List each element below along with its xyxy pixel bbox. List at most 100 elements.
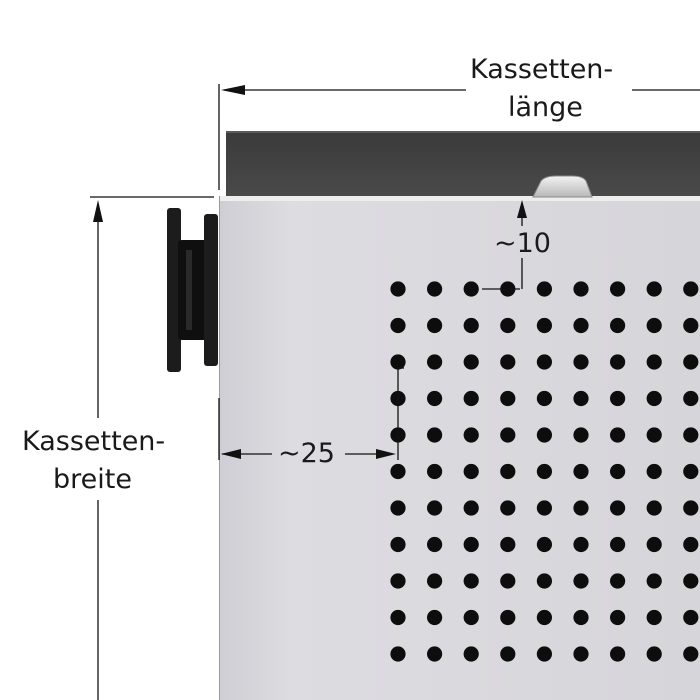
perforation-hole	[683, 573, 699, 589]
perforation-hole	[427, 573, 443, 589]
perforation-hole	[427, 646, 443, 662]
perforation-hole	[646, 573, 662, 589]
perforation-hole	[500, 390, 516, 407]
left-offset-label: ~25	[278, 438, 335, 469]
perforation-hole	[610, 354, 626, 370]
perforation-hole	[610, 609, 626, 626]
perforation-hole	[536, 573, 553, 589]
perforation-hole	[683, 646, 699, 662]
top-offset-label: ~10	[494, 228, 551, 259]
perforation-hole	[610, 573, 626, 589]
perforation-hole	[646, 536, 662, 553]
perforation-hole	[610, 390, 626, 407]
perforation-hole	[646, 354, 662, 370]
perforation-hole	[427, 390, 443, 407]
perforation-hole	[463, 427, 479, 443]
perforation-hole	[427, 609, 443, 626]
length-label-line2: länge	[508, 92, 583, 124]
perforation-hole	[390, 463, 406, 480]
perforation-hole	[427, 500, 443, 516]
perforation-hole	[646, 463, 662, 480]
perforation-hole	[646, 500, 662, 516]
rail-highlight	[226, 131, 700, 133]
perforation-hole	[463, 536, 479, 553]
width-label-line2: breite	[53, 464, 132, 496]
perforation-hole	[610, 463, 626, 480]
perforation-hole	[463, 573, 479, 589]
perforation-hole	[463, 281, 479, 297]
perforation-hole	[500, 427, 516, 443]
perforation-hole	[683, 354, 699, 370]
perforation-hole	[390, 536, 406, 553]
perforation-hole	[683, 536, 699, 553]
perforation-hole	[500, 317, 516, 334]
perforation-hole	[646, 281, 662, 297]
perforation-hole	[683, 500, 699, 516]
perforation-hole	[500, 500, 516, 516]
top-rail	[226, 131, 700, 197]
perforation-hole	[573, 427, 589, 443]
perforation-hole	[536, 317, 553, 334]
perforation-hole	[610, 427, 626, 443]
perforation-hole	[536, 609, 553, 626]
perforation-hole	[610, 646, 626, 662]
perforation-hole	[500, 536, 516, 553]
perforation-hole	[573, 646, 589, 662]
perforation-hole	[573, 390, 589, 407]
perforation-hole	[573, 573, 589, 589]
left-offset-arrow-left	[221, 449, 241, 459]
perforation-hole	[536, 390, 553, 407]
perforation-hole	[683, 463, 699, 480]
perforation-hole	[500, 463, 516, 480]
perforation-hole	[390, 354, 406, 370]
perforation-hole	[646, 646, 662, 662]
perforation-hole	[573, 609, 589, 626]
perforation-hole	[463, 500, 479, 516]
perforation-hole	[610, 281, 626, 297]
perforation-hole	[610, 536, 626, 553]
length-label-line1: Kassetten-	[470, 54, 614, 86]
perforation-hole	[646, 390, 662, 407]
perforation-hole	[427, 281, 443, 297]
perforation-hole	[573, 354, 589, 370]
perforation-hole	[500, 609, 516, 626]
perforation-hole	[573, 463, 589, 480]
perforation-hole	[463, 354, 479, 370]
perforation-hole	[427, 536, 443, 553]
perforation-hole	[683, 390, 699, 407]
perforation-hole	[573, 536, 589, 553]
perforation-hole	[536, 463, 553, 480]
perforation-hole	[463, 646, 479, 662]
perforation-hole	[463, 609, 479, 626]
length-arrowhead	[221, 85, 245, 95]
perforation-hole	[536, 500, 553, 516]
perforation-hole	[646, 609, 662, 626]
left-offset-arrow-right	[376, 449, 396, 459]
perforation-hole	[390, 317, 406, 334]
perforation-hole	[610, 500, 626, 516]
length-dimension	[218, 84, 700, 190]
top-offset-arrowhead	[517, 200, 527, 218]
perforation-hole	[500, 646, 516, 662]
perforation-hole	[500, 573, 516, 589]
side-roller	[167, 208, 218, 372]
perforation-hole	[683, 317, 699, 334]
top-clip	[532, 175, 593, 198]
perforation-hole	[683, 281, 699, 297]
perforation-hole	[427, 463, 443, 480]
perforation-hole	[390, 646, 406, 662]
perforation-hole	[390, 281, 406, 297]
perforation-hole	[646, 317, 662, 334]
perforation-hole	[536, 281, 553, 297]
perforation-hole	[390, 609, 406, 626]
perforation-hole	[500, 354, 516, 370]
width-label-line1: Kassetten-	[22, 426, 166, 458]
perforation-hole	[390, 500, 406, 516]
perforation-hole	[536, 427, 553, 443]
perforation-hole	[463, 317, 479, 334]
perforation-hole	[536, 646, 553, 662]
perforation-hole	[610, 317, 626, 334]
perforation-hole	[573, 500, 589, 516]
